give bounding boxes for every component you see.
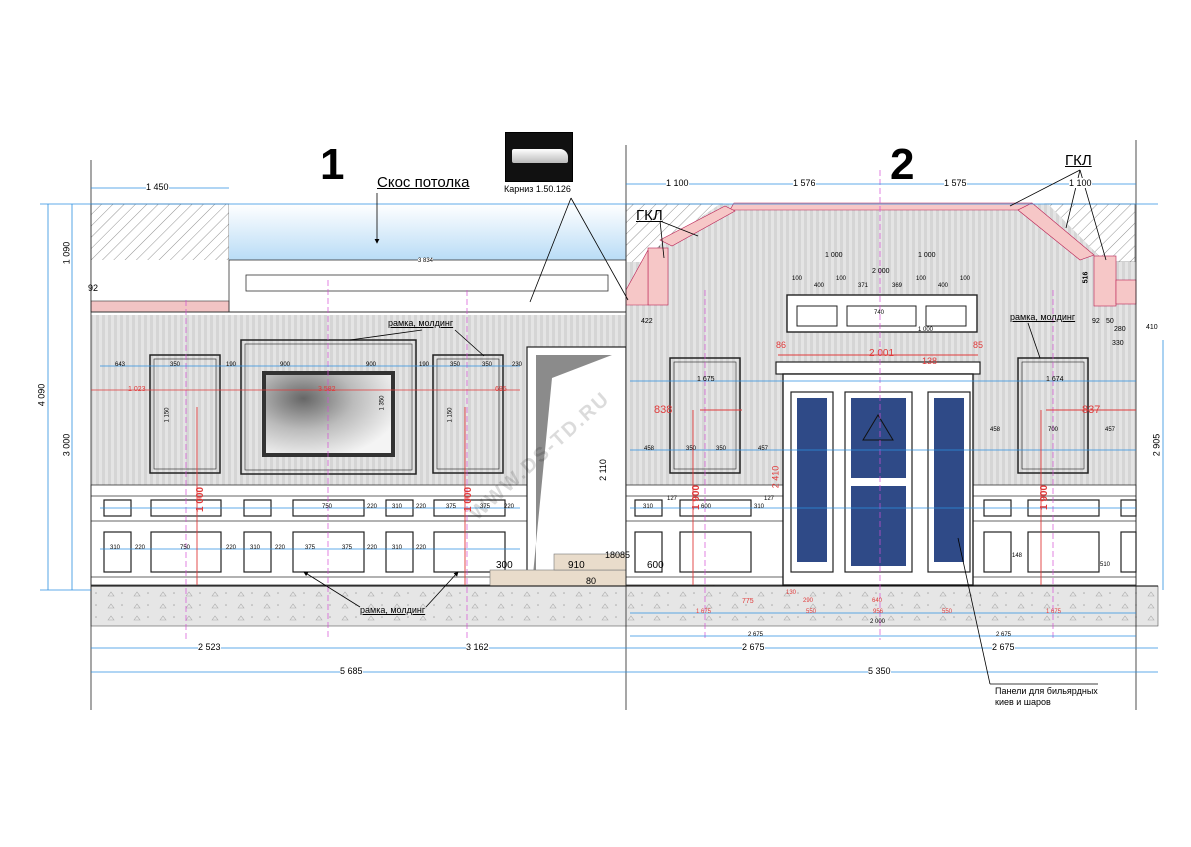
molding-frame <box>432 354 504 474</box>
cabinet-glass-center-bottom <box>851 486 906 566</box>
open-door-leaf <box>532 355 612 585</box>
axis-lines <box>185 170 1054 640</box>
ceiling-slope-area <box>229 204 626 260</box>
gkl-strip-left <box>90 300 230 313</box>
dim-lines-top <box>40 183 1164 591</box>
molding-frame <box>149 354 221 474</box>
floor-slab <box>90 585 1159 627</box>
cabinet-glass-right <box>934 398 964 562</box>
red-dims <box>196 354 1136 585</box>
cornice-panel-left <box>245 274 609 292</box>
cabinet-glass-left <box>797 398 827 562</box>
cabinet-glass-center-top <box>851 398 906 478</box>
cabinet-cornice <box>775 361 981 375</box>
molding-frame-tv <box>240 339 417 475</box>
dim-lines-bottom <box>91 365 1158 673</box>
